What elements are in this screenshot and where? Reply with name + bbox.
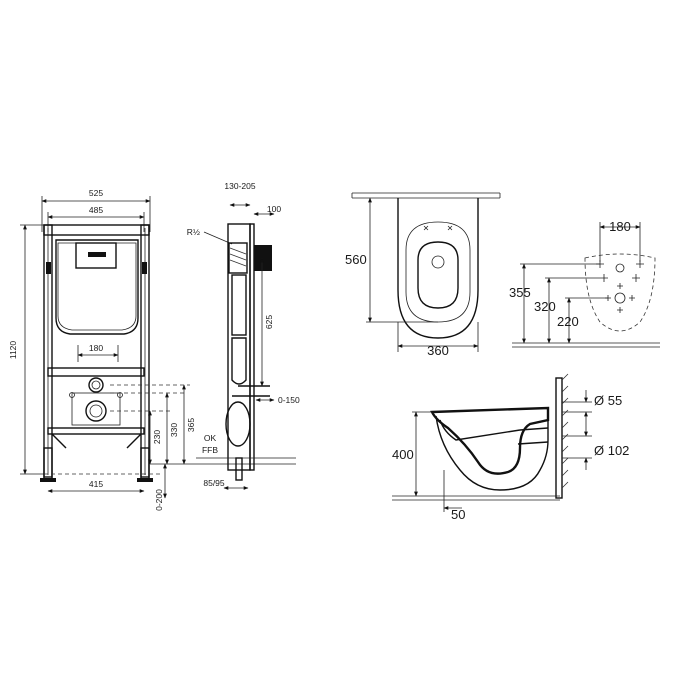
dim-inlet-offset: 180 [89, 343, 103, 353]
dim-height-355: 355 [509, 285, 531, 300]
floor-label-ok: OK [204, 433, 217, 443]
bowl-opening [417, 241, 459, 309]
inlet-opening [88, 377, 104, 393]
dim-cistern-height: 625 [264, 315, 274, 329]
dim-width-inner: 485 [89, 205, 103, 215]
flush-button-icon [88, 252, 106, 257]
dim-rim-height: 400 [392, 447, 414, 462]
cistern-body [55, 239, 139, 335]
fixing-points [596, 260, 644, 313]
dim-outlet-diameter: Ø 102 [594, 443, 629, 458]
water-inlet-label: R½ [187, 227, 200, 237]
dim-bolt-spacing: 180 [609, 219, 631, 234]
bowl-side-view: 400 50 Ø 55 Ø 102 [392, 373, 629, 522]
side-outlet-bend [225, 401, 251, 447]
bowl-top-view: 560 360 [345, 192, 501, 358]
dim-bowl-width: 360 [427, 343, 449, 358]
dim-width-outer: 525 [89, 188, 103, 198]
dim-foot-depth: 85/95 [203, 478, 225, 488]
wall-line [249, 223, 255, 471]
dim-floor-offset: 50 [451, 507, 465, 522]
floor-label-ffb: FFB [202, 445, 218, 455]
dim-foot-width: 415 [89, 479, 103, 489]
frame-top-rail [43, 224, 150, 236]
dim-inlet-diameter: Ø 55 [594, 393, 622, 408]
bowl-shell [430, 406, 550, 475]
flush-plate [75, 242, 117, 269]
frame-lower-rail [47, 427, 145, 435]
frame-middle-rail [47, 367, 145, 377]
outlet-opening [85, 400, 107, 422]
bowl-side-wall [555, 377, 563, 499]
bowl-trap [517, 427, 549, 445]
dim-outlet-230: 230 [152, 430, 162, 444]
dim-wall-offset: 0-150 [278, 395, 300, 405]
drain-hole [431, 255, 445, 269]
fixing-pattern-view: 180 355 320 220 [509, 219, 660, 348]
frame-side-view: 130-205 100 R½ 625 0-150 OK FFB [187, 181, 300, 490]
frame-front-view: 525 485 1120 180 [8, 188, 296, 511]
bowl-back-outline [584, 253, 656, 332]
dim-bowl-length: 560 [345, 252, 367, 267]
dim-depth-box: 100 [267, 204, 281, 214]
dim-depth-range: 130-205 [224, 181, 255, 191]
dim-outlet-365: 365 [186, 418, 196, 432]
dim-outlet-330: 330 [169, 423, 179, 437]
bowl-outline-top [397, 198, 479, 339]
dim-height-total: 1120 [8, 341, 18, 360]
side-cistern [228, 242, 248, 274]
dim-height-220: 220 [557, 314, 579, 329]
flush-plate-side [254, 245, 272, 271]
dim-height-320: 320 [534, 299, 556, 314]
dim-foot-adjust: 0-200 [154, 489, 164, 511]
